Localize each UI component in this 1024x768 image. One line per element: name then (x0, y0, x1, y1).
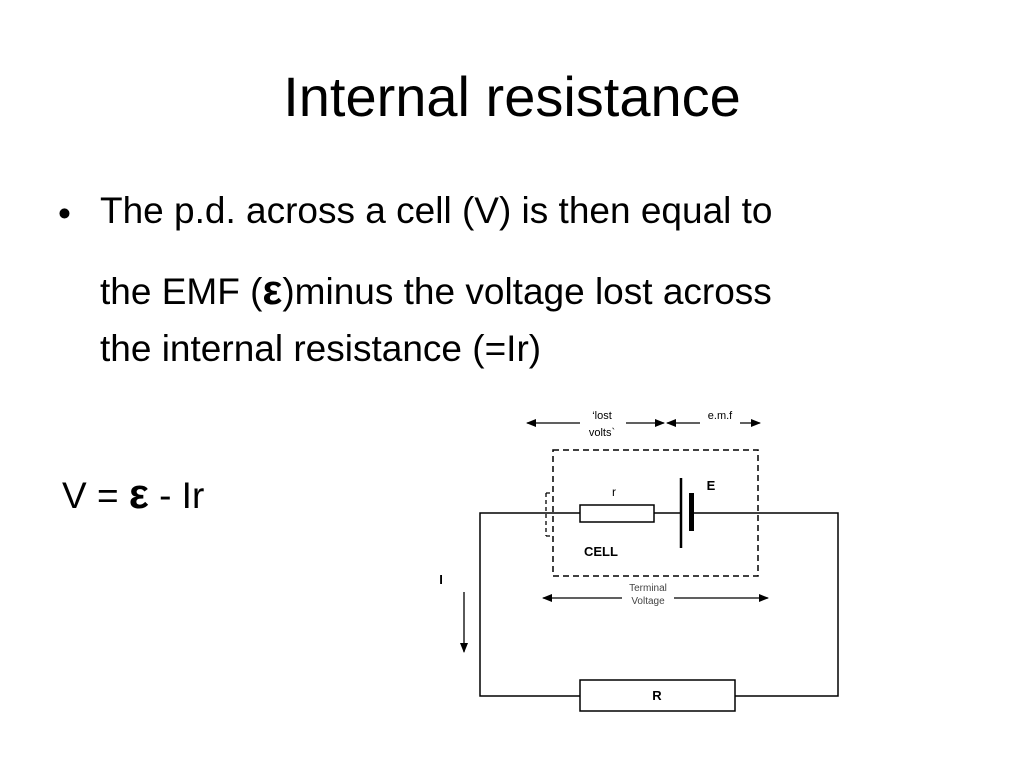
cell-boundary-box (552, 449, 759, 577)
formula: V = ε - Ir (62, 470, 204, 518)
emf-label: e.m.f (708, 410, 733, 422)
bullet-line-2-start: the EMF ( (100, 271, 263, 312)
internal-resistor-label: r (612, 485, 616, 499)
outer-circuit-wire-right (693, 512, 839, 697)
lost-volts-label-1: ‘lost (592, 410, 612, 422)
current-label: I (439, 572, 443, 587)
external-resistor (579, 679, 736, 712)
epsilon-symbol: ε (262, 266, 283, 313)
cell-emf-label: E (707, 478, 716, 493)
bullet-line-3: the internal resistance (=Ir) (100, 328, 542, 369)
bullet-line-2-end: )minus the voltage lost across (282, 271, 772, 312)
cell-label: CELL (584, 544, 618, 559)
bullet-line-1: The p.d. across a cell (V) is then equal… (100, 190, 773, 231)
bullet-line-2: the EMF (ε)minus the voltage lost across (100, 266, 772, 314)
lost-volts-label-2: volts` (589, 427, 615, 439)
outer-circuit-wire (479, 512, 580, 697)
terminal-stub (545, 492, 553, 537)
cell-short-plate (689, 493, 694, 531)
formula-left: V = (62, 475, 129, 516)
terminal-label-1: Terminal (629, 583, 667, 594)
formula-epsilon: ε (128, 470, 149, 517)
slide-title: Internal resistance (283, 65, 741, 128)
internal-resistor (579, 504, 655, 523)
formula-right: - Ir (148, 475, 205, 516)
bullet-marker: • (58, 193, 71, 234)
terminal-label-2: Voltage (631, 596, 665, 607)
external-resistor-label: R (652, 688, 662, 703)
